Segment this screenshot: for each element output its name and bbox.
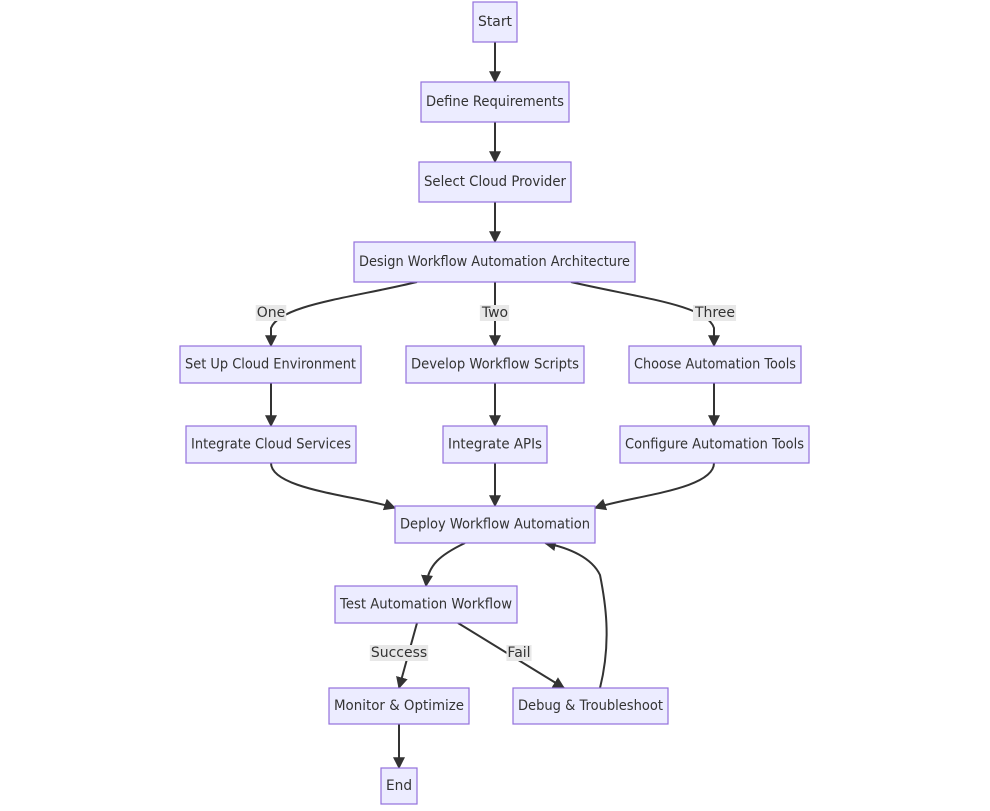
edge-label-background	[255, 305, 287, 321]
node-label: Integrate Cloud Services	[191, 437, 351, 453]
edge-line	[593, 462, 715, 511]
node-label: Set Up Cloud Environment	[185, 357, 356, 373]
edge-label-test-debug: Fail	[506, 645, 532, 661]
node-box	[420, 81, 570, 123]
edge-design-to-choose	[570, 281, 720, 348]
edge-design-to-setup	[265, 281, 418, 348]
edge-deploy-to-test	[421, 542, 466, 588]
edge-label-background	[506, 645, 532, 661]
edge-label-design-setup: One	[255, 305, 287, 321]
edge-label-text: Success	[371, 645, 427, 661]
node-deploy[interactable]: Deploy Workflow Automation	[394, 505, 596, 544]
node-debug[interactable]: Debug & Troubleshoot	[512, 687, 669, 725]
node-box	[405, 345, 585, 384]
node-label: Test Automation Workflow	[339, 597, 512, 613]
node-label: Configure Automation Tools	[625, 437, 804, 453]
edge-integrate_cloud-to-deploy	[270, 462, 397, 511]
node-setup[interactable]: Set Up Cloud Environment	[179, 345, 362, 384]
node-select[interactable]: Select Cloud Provider	[418, 161, 572, 203]
node-choose[interactable]: Choose Automation Tools	[628, 345, 802, 384]
edge-label-background	[479, 305, 510, 321]
node-monitor[interactable]: Monitor & Optimize	[328, 687, 470, 725]
node-box	[442, 425, 548, 464]
node-box	[353, 241, 636, 283]
node-label: Debug & Troubleshoot	[518, 698, 663, 714]
node-box	[334, 585, 518, 624]
node-box	[328, 687, 470, 725]
node-label: Design Workflow Automation Architecture	[359, 254, 630, 270]
edge-label-text: Fail	[507, 645, 530, 661]
edges-layer	[265, 42, 720, 770]
node-define[interactable]: Define Requirements	[420, 81, 570, 123]
edge-label-text: One	[257, 305, 286, 321]
node-label: Define Requirements	[426, 94, 564, 110]
node-box	[380, 767, 418, 805]
node-label: Deploy Workflow Automation	[400, 517, 590, 533]
node-label: Monitor & Optimize	[334, 698, 464, 714]
edge-line	[543, 539, 608, 689]
node-label: Develop Workflow Scripts	[411, 357, 579, 373]
node-label: Start	[478, 14, 513, 30]
node-label: Choose Automation Tools	[634, 357, 796, 373]
node-box	[619, 425, 810, 464]
node-configure[interactable]: Configure Automation Tools	[619, 425, 810, 464]
node-test[interactable]: Test Automation Workflow	[334, 585, 518, 624]
node-start[interactable]: Start	[472, 1, 518, 43]
node-box	[185, 425, 357, 464]
node-label: End	[386, 778, 412, 794]
node-box	[418, 161, 572, 203]
edge-line	[265, 281, 418, 348]
edge-label-text: Three	[694, 305, 735, 321]
node-label: Integrate APIs	[448, 437, 542, 453]
node-box	[394, 505, 596, 544]
edge-debug-to-deploy	[543, 539, 608, 689]
edge-line	[421, 542, 466, 588]
edge-label-test-monitor: Success	[369, 645, 429, 661]
node-box	[179, 345, 362, 384]
node-end[interactable]: End	[380, 767, 418, 805]
edge-label-background	[692, 305, 737, 321]
node-box	[512, 687, 669, 725]
edge-label-design-choose: Three	[692, 305, 737, 321]
edge-label-background	[369, 645, 429, 661]
node-box	[628, 345, 802, 384]
node-develop[interactable]: Develop Workflow Scripts	[405, 345, 585, 384]
edge-label-text: Two	[481, 305, 508, 321]
node-integrate-cloud[interactable]: Integrate Cloud Services	[185, 425, 357, 464]
edge-configure-to-deploy	[593, 462, 715, 511]
node-design[interactable]: Design Workflow Automation Architecture	[353, 241, 636, 283]
edge-label-design-develop: Two	[479, 305, 510, 321]
edge-line	[270, 462, 397, 511]
edge-line	[570, 281, 720, 348]
node-integrate-apis[interactable]: Integrate APIs	[442, 425, 548, 464]
node-box	[472, 1, 518, 43]
node-label: Select Cloud Provider	[424, 174, 566, 190]
